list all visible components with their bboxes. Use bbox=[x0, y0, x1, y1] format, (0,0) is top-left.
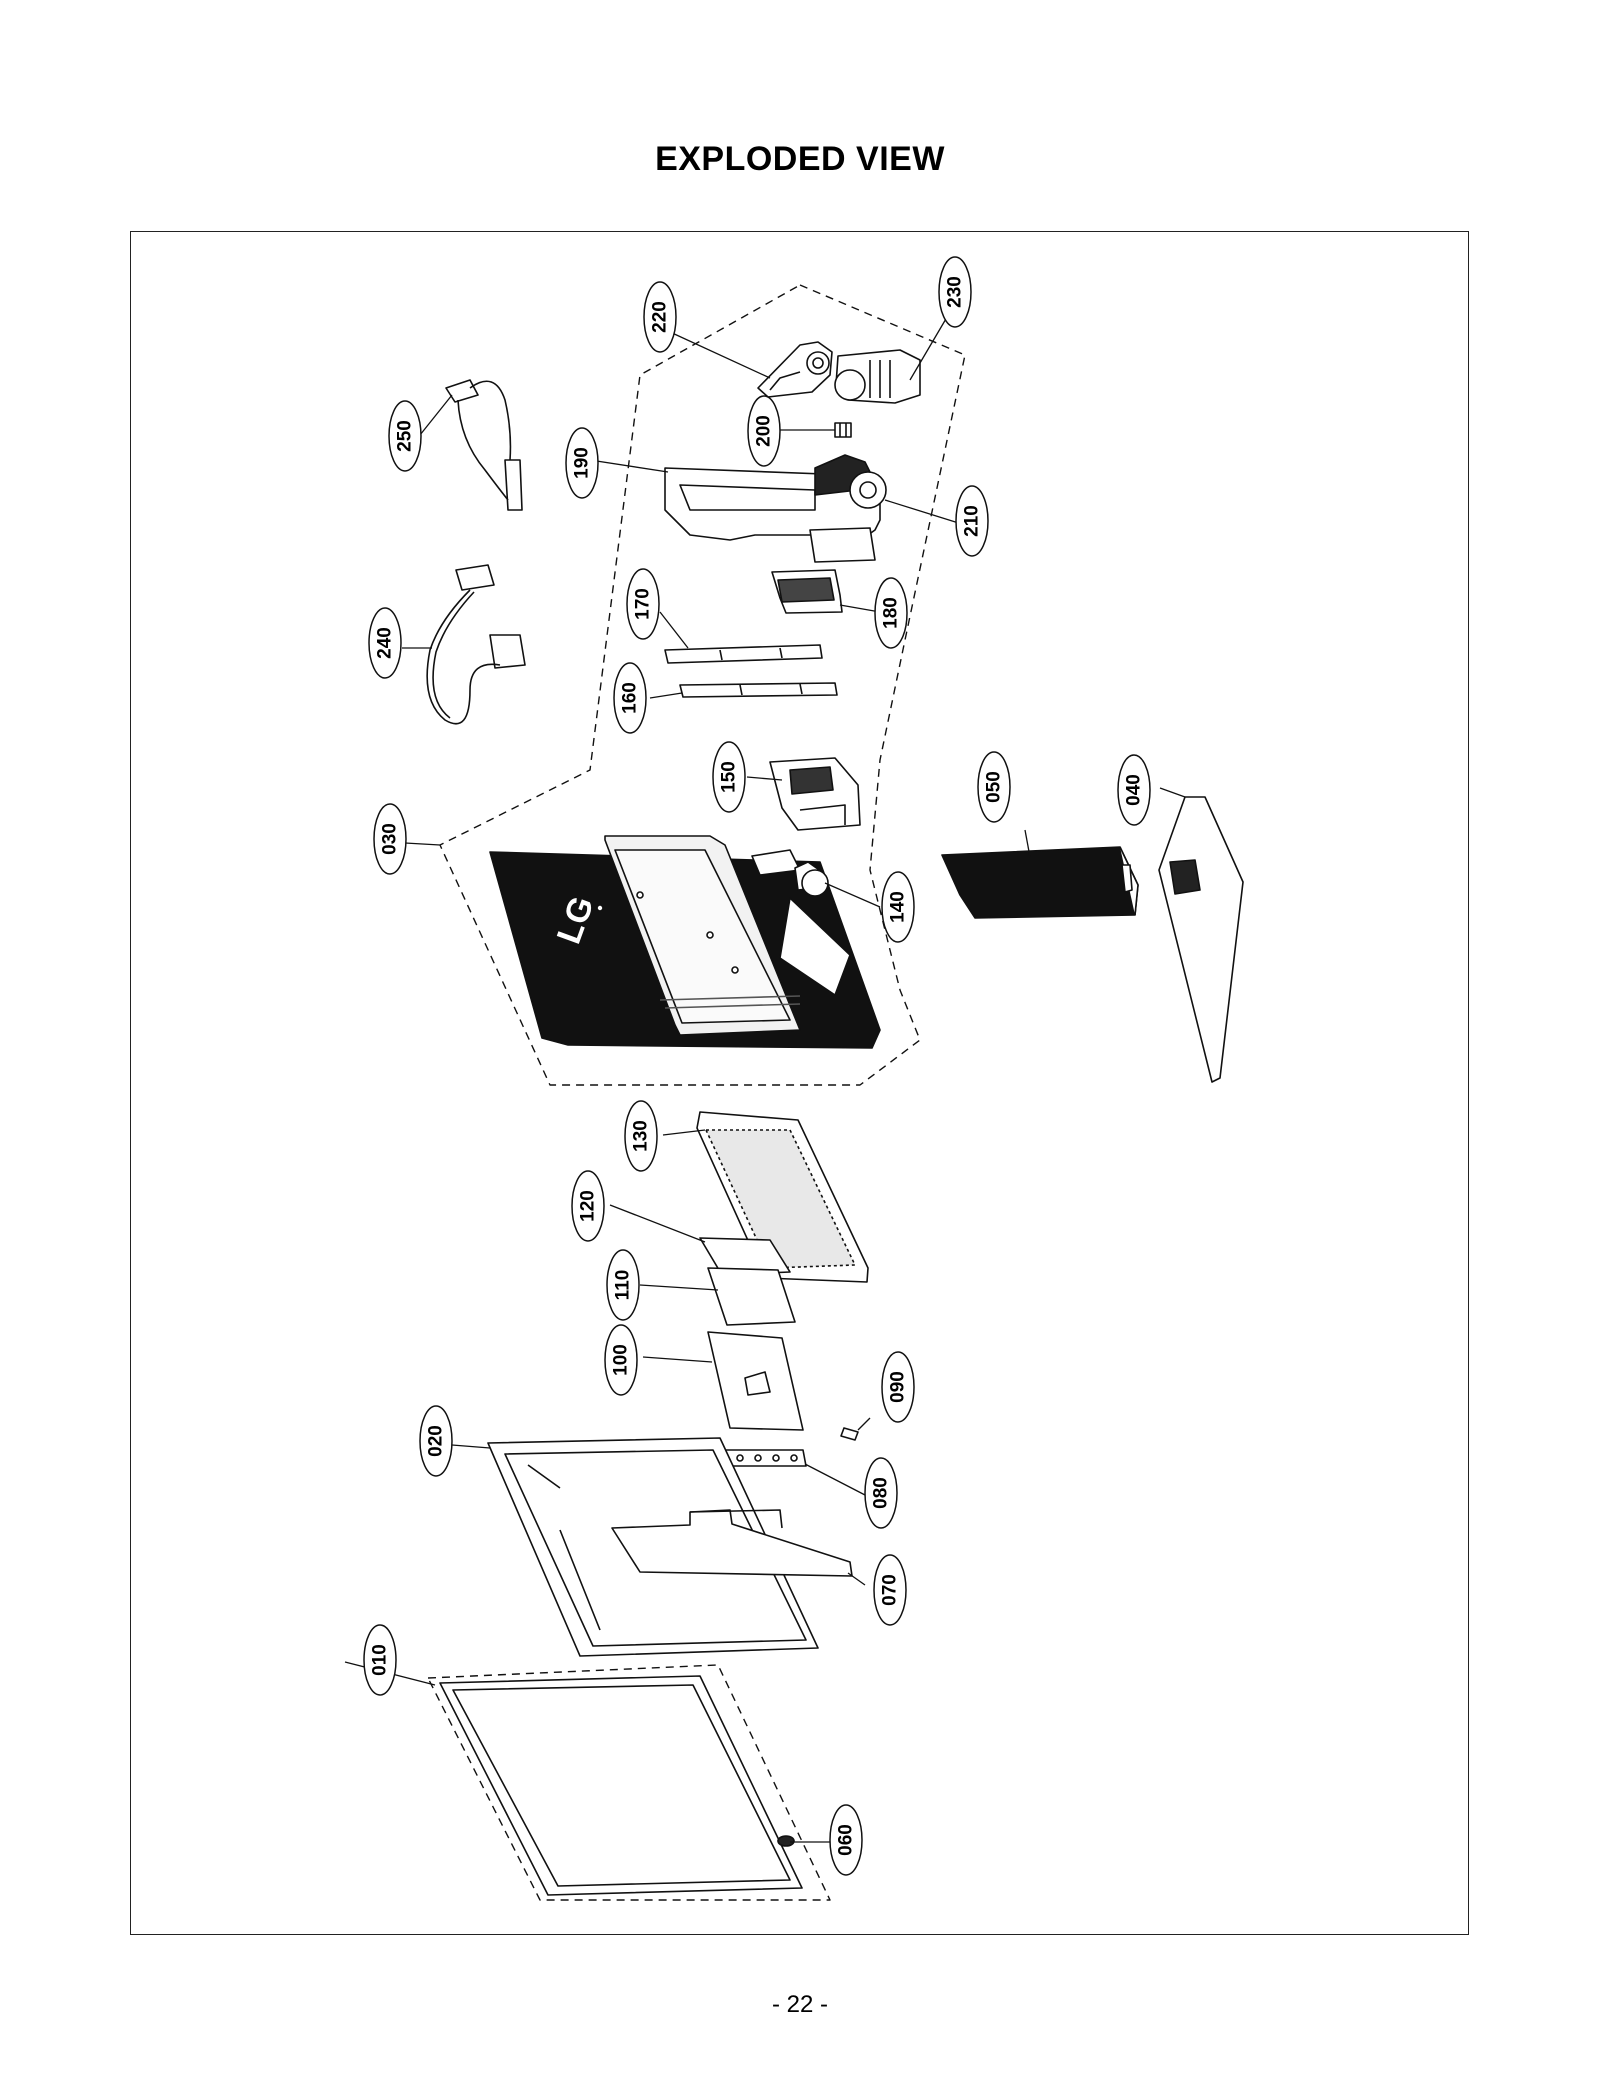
bracket-120 bbox=[699, 1237, 791, 1276]
clip-part-200 bbox=[834, 422, 852, 438]
callout-label: 020 bbox=[426, 1425, 447, 1457]
callout-220: 220 bbox=[643, 281, 677, 353]
callout-label: 190 bbox=[572, 447, 593, 479]
callout-120: 120 bbox=[571, 1170, 605, 1242]
callout-label: 220 bbox=[650, 301, 671, 333]
callout-label: 100 bbox=[611, 1344, 632, 1376]
callout-label: 230 bbox=[945, 276, 966, 308]
callout-label: 040 bbox=[1124, 774, 1145, 806]
page-title: EXPLODED VIEW bbox=[655, 140, 945, 178]
callout-label: 090 bbox=[888, 1371, 909, 1403]
plate-170 bbox=[664, 644, 823, 664]
callout-label: 120 bbox=[578, 1190, 599, 1222]
page-number: - 22 - bbox=[771, 1991, 828, 2018]
callout-190: 190 bbox=[565, 427, 599, 499]
callout-label: 130 bbox=[631, 1120, 652, 1152]
plate-160 bbox=[679, 682, 838, 698]
callout-170: 170 bbox=[626, 568, 660, 640]
callout-100: 100 bbox=[604, 1324, 638, 1396]
callout-label: 050 bbox=[984, 771, 1005, 803]
callout-180: 180 bbox=[874, 577, 908, 649]
shield-case-130 bbox=[696, 1111, 869, 1283]
chip-090 bbox=[840, 1427, 859, 1441]
callout-110: 110 bbox=[606, 1249, 640, 1321]
callout-label: 010 bbox=[370, 1644, 391, 1676]
leader-lines bbox=[344, 311, 1186, 1843]
callout-250: 250 bbox=[388, 400, 422, 472]
callout-090: 090 bbox=[881, 1351, 915, 1423]
callout-label: 250 bbox=[395, 420, 416, 452]
callout-230: 230 bbox=[938, 256, 972, 328]
callout-030: 030 bbox=[373, 803, 407, 875]
callout-020: 020 bbox=[419, 1405, 453, 1477]
hinge-block-210 bbox=[814, 454, 887, 509]
callout-label: 080 bbox=[871, 1477, 892, 1509]
callout-label: 240 bbox=[375, 627, 396, 659]
callout-label: 200 bbox=[754, 415, 775, 447]
hinge-part-230 bbox=[834, 349, 921, 404]
back-cover-030 bbox=[489, 835, 881, 1049]
callout-130: 130 bbox=[624, 1100, 658, 1172]
callout-080: 080 bbox=[864, 1457, 898, 1529]
frame-bracket-070 bbox=[611, 1509, 853, 1577]
front-bezel-010 bbox=[439, 1675, 803, 1896]
bracket-180 bbox=[771, 569, 843, 614]
callout-010: 010 bbox=[363, 1624, 397, 1696]
callout-label: 180 bbox=[881, 597, 902, 629]
stand-assembly-boundary bbox=[439, 284, 966, 1086]
callout-label: 060 bbox=[836, 1824, 857, 1856]
stand-base-040 bbox=[1158, 796, 1244, 1083]
diagram-frame bbox=[130, 231, 1469, 1935]
callout-060: 060 bbox=[829, 1804, 863, 1876]
power-button-060 bbox=[777, 1835, 795, 1847]
board-110 bbox=[707, 1267, 796, 1326]
callout-140: 140 bbox=[881, 871, 915, 943]
callout-label: 210 bbox=[962, 505, 983, 537]
power-cord-250 bbox=[445, 379, 523, 511]
control-board-080 bbox=[719, 1449, 807, 1467]
callout-150: 150 bbox=[712, 741, 746, 813]
callout-160: 160 bbox=[613, 662, 647, 734]
callout-label: 070 bbox=[880, 1574, 901, 1606]
callout-label: 170 bbox=[633, 588, 654, 620]
cable-cover-050 bbox=[941, 846, 1139, 919]
hinge-part-220 bbox=[757, 341, 833, 398]
callout-070: 070 bbox=[873, 1554, 907, 1626]
callout-label: 030 bbox=[380, 823, 401, 855]
front-bezel-boundary bbox=[427, 1664, 831, 1901]
callout-040: 040 bbox=[1117, 754, 1151, 826]
callout-210: 210 bbox=[955, 485, 989, 557]
callout-050: 050 bbox=[977, 751, 1011, 823]
callout-label: 140 bbox=[888, 891, 909, 923]
signal-cable-240 bbox=[426, 564, 526, 725]
callout-label: 150 bbox=[719, 761, 740, 793]
hinge-cover-150 bbox=[769, 757, 861, 831]
callout-label: 110 bbox=[613, 1270, 634, 1301]
main-board-100 bbox=[707, 1331, 804, 1431]
callout-200: 200 bbox=[747, 395, 781, 467]
callout-240: 240 bbox=[368, 607, 402, 679]
stand-column-140 bbox=[794, 861, 829, 897]
callout-label: 160 bbox=[620, 682, 641, 714]
